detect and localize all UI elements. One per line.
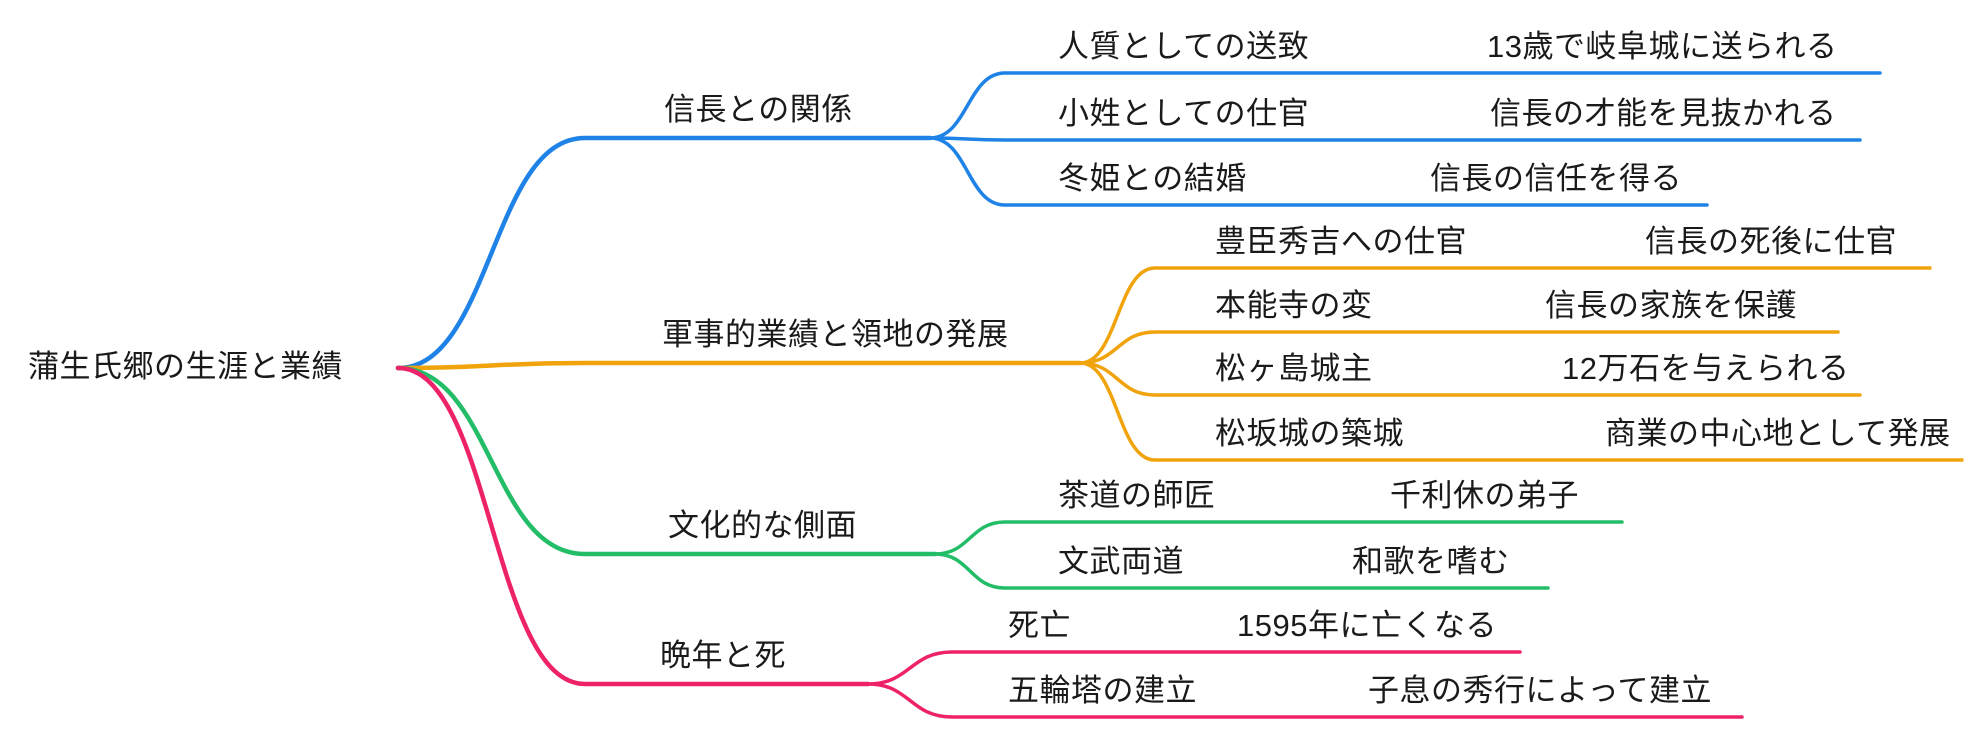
leaf-label[interactable]: 人質としての送致 (1058, 29, 1310, 64)
leaf-detail[interactable]: 子息の秀行によって建立 (1368, 673, 1713, 708)
branch-label[interactable]: 軍事的業績と領地の発展 (662, 317, 1009, 352)
leaf-label[interactable]: 文武両道 (1058, 544, 1184, 579)
leaf-detail[interactable]: 商業の中心地として発展 (1605, 416, 1951, 451)
leaf-link (933, 552, 1550, 590)
branch-label[interactable]: 文化的な側面 (668, 508, 857, 543)
leaf-link (1078, 361, 1964, 462)
leaf-label[interactable]: 茶道の師匠 (1058, 478, 1216, 513)
branch-link (395, 135, 933, 371)
leaf-label[interactable]: 本能寺の変 (1215, 288, 1373, 323)
leaf-detail[interactable]: 信長の死後に仕官 (1645, 224, 1897, 259)
branch-link (395, 360, 1083, 371)
leaf-label[interactable]: 松ヶ島城主 (1215, 351, 1373, 386)
leaf-link (866, 682, 1744, 719)
leaf-label[interactable]: 死亡 (1008, 608, 1071, 643)
leaf-label[interactable]: 五輪塔の建立 (1008, 673, 1197, 708)
branch-link (395, 365, 938, 557)
leaf-link (928, 136, 1709, 207)
branch-label[interactable]: 晩年と死 (660, 638, 786, 673)
leaf-detail[interactable]: 信長の家族を保護 (1545, 288, 1797, 323)
leaf-detail[interactable]: 1595年に亡くなる (1237, 608, 1497, 643)
leaf-label[interactable]: 豊臣秀吉への仕官 (1215, 224, 1467, 259)
leaf-detail[interactable]: 12万石を与えられる (1562, 351, 1850, 386)
branch-link (395, 365, 871, 687)
leaf-label[interactable]: 小姓としての仕官 (1058, 96, 1310, 131)
leaf-link (1078, 266, 1932, 365)
branch-label[interactable]: 信長との関係 (664, 92, 853, 127)
leaf-link (928, 71, 1882, 140)
leaf-link (1078, 361, 1862, 397)
leaf-link (933, 520, 1624, 556)
leaf-link (928, 136, 1862, 142)
leaf-detail[interactable]: 信長の信任を得る (1430, 161, 1682, 196)
leaf-detail[interactable]: 信長の才能を見抜かれる (1490, 96, 1837, 131)
leaf-link (1078, 330, 1840, 365)
root-node-label[interactable]: 蒲生氏郷の生涯と業績 (28, 349, 343, 384)
leaf-detail[interactable]: 千利休の弟子 (1390, 478, 1579, 513)
leaf-label[interactable]: 冬姫との結婚 (1058, 161, 1247, 196)
leaf-link (866, 650, 1522, 686)
leaf-detail[interactable]: 13歳で岐阜城に送られる (1487, 29, 1838, 64)
leaf-detail[interactable]: 和歌を嗜む (1352, 544, 1510, 579)
leaf-label[interactable]: 松坂城の築城 (1215, 416, 1404, 451)
